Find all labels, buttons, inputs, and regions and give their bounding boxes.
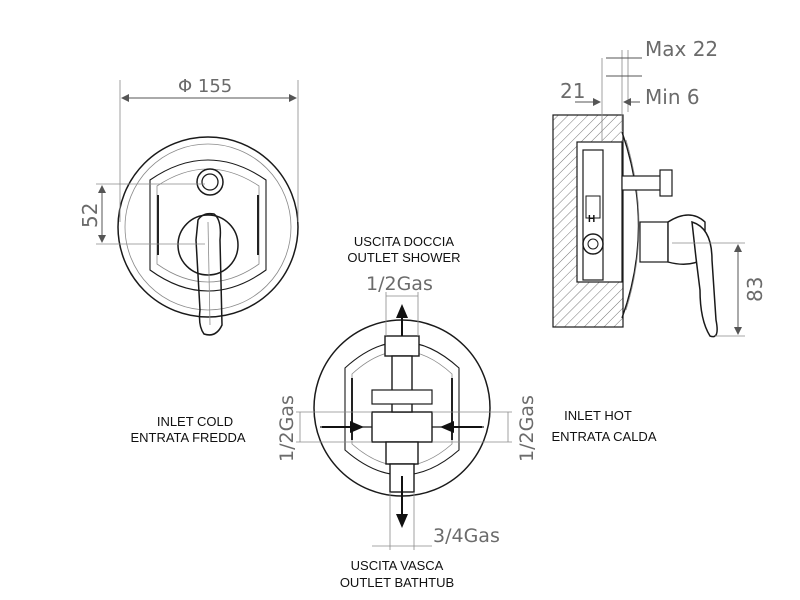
rear-view xyxy=(313,319,491,497)
bathtub-thread-label: 3/4Gas xyxy=(433,525,500,547)
bathtub-label-en: OUTLET BATHTUB xyxy=(340,575,454,590)
side-dimensions: Max 22 Min 6 21 xyxy=(560,37,718,142)
diameter-dimension: Φ 155 xyxy=(119,76,299,222)
depth-21-label: 21 xyxy=(560,79,585,103)
hot-inlet-arrow-icon xyxy=(440,421,454,433)
cold-label-it: ENTRATA FREDDA xyxy=(130,430,245,445)
diameter-label: Φ 155 xyxy=(178,76,232,97)
height-52-dimension: 52 xyxy=(78,183,205,245)
hot-thread-label: 1/2Gas xyxy=(516,395,538,462)
hot-label-en: INLET HOT xyxy=(564,408,632,423)
front-view xyxy=(117,136,299,336)
height-83-label: 83 xyxy=(743,277,767,302)
max-22-label: Max 22 xyxy=(645,37,718,61)
thread-dimensions xyxy=(296,292,512,550)
cold-inlet-arrow-icon xyxy=(350,421,364,433)
hot-label-it: ENTRATA CALDA xyxy=(552,429,657,444)
min-6-label: Min 6 xyxy=(645,85,700,109)
height-52-label: 52 xyxy=(78,203,102,228)
cold-label-en: INLET COLD xyxy=(157,414,233,429)
bathtub-label-it: USCITA VASCA xyxy=(351,558,444,573)
cold-thread-label: 1/2Gas xyxy=(276,395,298,462)
height-83-dimension: 83 xyxy=(672,242,767,337)
flow-arrows xyxy=(322,304,482,528)
bathtub-arrow-icon xyxy=(396,514,408,528)
shower-label-en: OUTLET SHOWER xyxy=(347,250,460,265)
shower-label-it: USCITA DOCCIA xyxy=(354,234,454,249)
shower-thread-label: 1/2Gas xyxy=(366,273,433,295)
shower-arrow-icon xyxy=(396,304,408,318)
hot-marker: H xyxy=(588,214,595,225)
side-view: H xyxy=(552,114,718,338)
